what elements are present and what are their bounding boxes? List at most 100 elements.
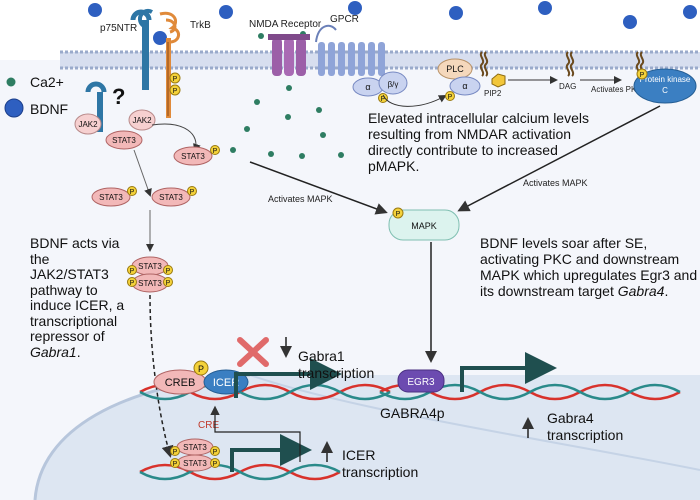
nmda-receptor: NMDA Receptor: [249, 19, 322, 76]
ca-legend-label: Ca2+: [30, 74, 64, 90]
phospho-icon: [445, 91, 455, 101]
g-protein: α β/γ P: [352, 71, 447, 107]
activates-mapk-right-label: Activates MAPK: [523, 178, 588, 188]
dag-label: DAG: [559, 82, 576, 91]
gabra4p-label: GABRA4p: [380, 405, 445, 421]
gpcr: GPCR: [315, 14, 385, 76]
phospho-label: P: [213, 148, 218, 155]
phospho-label: P: [166, 280, 171, 287]
stat3-dimer: STAT3 STAT3 P P P P: [127, 256, 173, 293]
phospho-label: P: [381, 96, 386, 103]
phospho-label: P: [190, 189, 195, 196]
egr3-gene: Gabra4: [617, 283, 665, 299]
activates-pkc-label: Activates PKC: [591, 85, 642, 94]
activates-mapk-left-label: Activates MAPK: [268, 194, 333, 204]
phospho-icon: [170, 458, 180, 468]
phospho-icon: [127, 277, 137, 287]
ca-icon: [338, 152, 344, 158]
jak2-p75: JAK2: [128, 109, 156, 131]
phospho-icon: [193, 360, 209, 376]
jakstat-end: .: [76, 343, 81, 360]
cre-label: CRE: [198, 420, 219, 431]
trkb-label: TrkB: [190, 20, 211, 31]
phospho-label: P: [640, 72, 645, 79]
gabra4-transcription-label: Gabra4 transcription: [547, 410, 624, 443]
egr3-label: EGR3: [407, 377, 435, 388]
jakstat-gene: Gabra1: [30, 343, 77, 360]
pkc-label: Protein kinase C: [639, 75, 691, 95]
stat3-label: STAT3: [138, 279, 162, 288]
jak2-label: JAK2: [78, 120, 98, 129]
plc: PLC α P: [437, 58, 481, 101]
ca-icon: [254, 99, 260, 105]
intracellular-calcium: [230, 85, 344, 159]
g-alpha-label: α: [365, 82, 370, 92]
ca-icon: [268, 151, 274, 157]
bdnf-icon: [683, 5, 697, 19]
phospho-label: P: [448, 94, 453, 101]
stat3-receptor: STAT3: [105, 130, 143, 150]
question-mark: ?: [112, 84, 125, 109]
ca-legend-icon: [6, 77, 16, 87]
bdnf-icon: [88, 3, 102, 17]
stat3-label: STAT3: [99, 193, 123, 202]
p75ntr-label: p75NTR: [100, 23, 137, 34]
phospho-label: P: [198, 364, 204, 374]
bdnf-legend-label: BDNF: [30, 101, 68, 117]
ca-icon: [299, 153, 305, 159]
stat3-phospho-a: STAT3 P: [173, 145, 220, 166]
bdnf-icon: [348, 1, 362, 15]
phospho-label: P: [130, 268, 135, 275]
phospho-icon: [127, 265, 137, 275]
ca-icon: [244, 126, 250, 132]
plc-alpha-label: α: [462, 81, 467, 91]
phospho-label: P: [173, 461, 178, 468]
legend: Ca2+ BDNF: [4, 74, 68, 118]
nmdar-paragraph: Elevated intracellular calcium levels re…: [368, 110, 589, 174]
phospho-icon: [127, 186, 137, 196]
bdnf-icon: [623, 15, 637, 29]
phospho-icon: [210, 458, 220, 468]
stat3-label: STAT3: [138, 262, 162, 271]
stat3-label: STAT3: [159, 193, 183, 202]
phospho-icon: [169, 72, 181, 84]
phospho-label: P: [213, 449, 218, 456]
phospho-label: P: [130, 280, 135, 287]
stat3-pair: STAT3 P STAT3 P: [91, 186, 197, 207]
ca-icon: [286, 85, 292, 91]
phospho-icon: [636, 68, 648, 80]
phospho-icon: [169, 84, 181, 96]
phospho-label: P: [166, 268, 171, 275]
bdnf-icon: [538, 1, 552, 15]
pip2-icon: [491, 73, 506, 88]
plc-label: PLC: [446, 64, 464, 74]
ca-icon: [230, 147, 236, 153]
mapk: MAPK P: [388, 207, 460, 241]
bdnf-legend-icon: [4, 98, 24, 118]
stat3-label: STAT3: [183, 443, 207, 452]
phospho-label: P: [173, 88, 178, 95]
bdnf-icon: [219, 5, 233, 19]
phospho-icon: [210, 446, 220, 456]
icer-label: ICER: [213, 377, 239, 389]
creb: CREB P: [153, 360, 209, 395]
ca-icon: [316, 107, 322, 113]
phospho-icon: [163, 265, 173, 275]
phospho-label: P: [396, 211, 401, 218]
nmda-label: NMDA Receptor: [249, 19, 322, 30]
trkb-receptor: TrkB P P: [159, 11, 211, 118]
stat3-label: STAT3: [181, 152, 205, 161]
pip2-label: PIP2: [484, 89, 502, 98]
mapk-label: MAPK: [411, 221, 437, 231]
phospho-icon: [210, 145, 220, 155]
bdnf-icon: [449, 6, 463, 20]
pkc: Protein kinase C P: [633, 68, 697, 104]
phospho-icon: [187, 186, 197, 196]
phospho-label: P: [173, 76, 178, 83]
stat3-label: STAT3: [183, 459, 207, 468]
gabra1-label-word: Gabra1: [298, 348, 345, 364]
extracellular-ligands: [88, 1, 697, 45]
creb-label: CREB: [165, 377, 196, 389]
